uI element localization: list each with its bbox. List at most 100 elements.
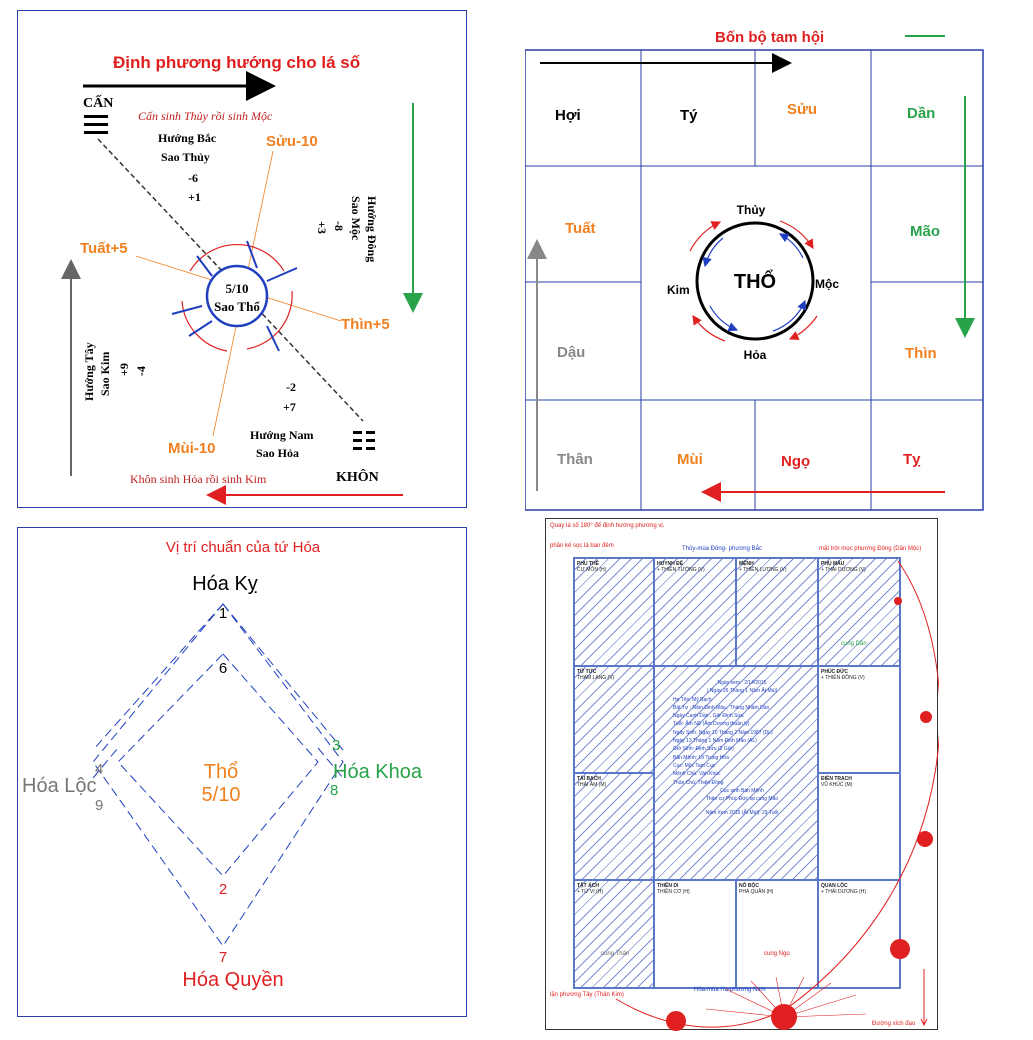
- cell-tat-ach: TẬT ÁCH+ TỬ VI (H): [574, 880, 654, 988]
- center-number: 5/10: [202, 784, 241, 806]
- note-night: phần kẻ sọc là ban đêm: [550, 543, 614, 549]
- cell-ty-top: Tý: [680, 107, 698, 124]
- cell-thin: Thìn: [905, 345, 937, 362]
- tam-hoi-panel: Bốn bộ tam hội Hợi Tý Sửu Dần Tuất Mão D…: [525, 26, 985, 512]
- east-n2: +3: [315, 221, 329, 234]
- sun-label: mặt trời mọc phương Đông (Dần Mộc): [819, 546, 922, 552]
- cell-huynh-de: HUYNH ĐỆ+ THIÊN TƯỚNG (V): [654, 558, 736, 666]
- path-label: Đường xích đạo: [872, 1021, 916, 1027]
- hoa-ky-label: Hóa Kỵ: [192, 573, 258, 595]
- cell-dan: Dần: [907, 105, 935, 122]
- info-line: Bản Mệnh: Lô Trung Hỏa: [673, 754, 729, 761]
- cung-ngo-label: cung Ngọ: [764, 951, 790, 957]
- cell-dau: Dậu: [557, 344, 585, 361]
- num-9: 9: [95, 797, 103, 814]
- info-line: Năm Xem 2015 (Ất Mùi): 29 Tuổi: [705, 810, 779, 817]
- info-line: Ngày 13 Tháng 1 Năm Đinh Mão (AL): [673, 738, 757, 745]
- panel-title: Bốn bộ tam hội: [715, 29, 824, 46]
- cell-phu-mau: PHỤ MẪU+ THÁI DƯƠNG (V): [818, 558, 900, 666]
- info-line: Mệnh Chủ: Văn Khúc: [673, 771, 721, 778]
- mui-label: Mùi-10: [168, 440, 216, 457]
- num-8: 8: [330, 782, 338, 799]
- cell-mui: Mùi: [677, 451, 703, 468]
- thin-label: Thìn+5: [341, 316, 390, 333]
- num-3: 3: [332, 737, 340, 754]
- center-tho: THỔ: [734, 269, 776, 293]
- num-1: 1: [219, 605, 227, 622]
- bottom-label: Hỏa-mùa Hạ-phương Nam: [694, 987, 766, 993]
- south-dir: Hướng Nam: [250, 428, 314, 442]
- info-line: Họ Tên: Mỹ Bạch: [673, 696, 712, 703]
- info-line: Cục sinh Bản Mệnh: [720, 787, 764, 794]
- north-dir: Hướng Bắc: [158, 131, 217, 145]
- west-n2: -4: [134, 366, 148, 376]
- north-n1: -6: [188, 171, 198, 185]
- center-cycle: [689, 220, 818, 342]
- east-dir: Hướng Đông: [365, 196, 379, 262]
- tu-hoa-panel: Vị trí chuẩn của tứ Hóa Hóa Kỵ Hóa Khoa …: [17, 527, 467, 1017]
- hoa-quyen-label: Hóa Quyền: [182, 969, 283, 991]
- num-2: 2: [219, 881, 227, 898]
- east-star: Sao Mộc: [349, 196, 363, 241]
- top-label: Thủy-mùa Đông- phương Bắc: [682, 546, 762, 552]
- info-line: Ngày xem : 2/14/2015: [717, 680, 767, 686]
- cell-than: Thân: [557, 451, 593, 468]
- center-kim: Kim: [667, 283, 690, 297]
- cell-tuat: Tuất: [565, 220, 596, 237]
- info-line: Bát Tự : Năm Đinh Mão , Tháng Nhâm Dần: [673, 704, 770, 711]
- num-6: 6: [219, 660, 227, 677]
- panel-title: Vị trí chuẩn của tứ Hóa: [166, 539, 321, 556]
- khon-note: Khôn sinh Hỏa rồi sinh Kim: [130, 472, 267, 486]
- north-n2: +1: [188, 190, 201, 204]
- can-note: Cấn sinh Thủy rồi sinh Mộc: [138, 109, 273, 123]
- can-trigram: [84, 115, 108, 134]
- cell-suu: Sửu: [787, 101, 817, 118]
- info-line: Giờ Sinh: Đinh Sửu (2 Giờ): [673, 746, 734, 753]
- west-n1: +9: [117, 363, 131, 376]
- cell-phuc-duc: PHÚC ĐỨC+ THIÊN ĐỒNG (V): [818, 666, 900, 773]
- center-number: 5/10: [225, 281, 248, 296]
- center-thuy: Thủy: [737, 203, 766, 217]
- hoa-loc-label: Hóa Lộc: [22, 775, 97, 797]
- west-dir: Hướng Tây: [82, 342, 96, 401]
- cell-mao: Mão: [910, 223, 940, 240]
- west-label: lặn phương Tây (Thân Kim): [550, 992, 624, 998]
- cell-ty-bottom: Tỵ: [903, 451, 921, 468]
- north-star: Sao Thủy: [161, 150, 210, 164]
- khon-label: KHÔN: [336, 468, 379, 485]
- south-n2: +7: [283, 400, 296, 414]
- info-line: Thân Chủ: Thiên Đồng: [673, 779, 724, 786]
- info-line: Cục: Mộc Tam Cục: [673, 762, 716, 769]
- direction-diagram: Định phương hướng cho lá số CẤN Cấn sinh…: [61, 53, 423, 505]
- west-star: Sao Kim: [98, 352, 112, 396]
- cung-than-label: cung Thân: [601, 951, 630, 957]
- south-star: Sao Hỏa: [256, 446, 299, 460]
- center-info: Ngày xem : 2/14/2015 ( Ngày 26 Tháng 1 N…: [654, 666, 818, 880]
- cell-quan-loc: QUAN LỘC+ THÁI DƯƠNG (H): [818, 880, 900, 988]
- hoa-khoa-label: Hóa Khoa: [333, 761, 423, 783]
- info-line: ( Ngày 26 Tháng 1 Năm Ất Mùi): [706, 688, 778, 695]
- tam-hoi-diagram: Bốn bộ tam hội Hợi Tý Sửu Dần Tuất Mão D…: [525, 29, 984, 511]
- info-line: Thân cư Phúc Đức tại cung Mão: [705, 796, 779, 803]
- info-line: Tuổi: Âm Nữ (Âm Dương thuận lý): [673, 721, 750, 728]
- tuat-label: Tuất+5: [80, 240, 128, 257]
- center-tho: Thổ: [204, 761, 238, 783]
- east-n1: -8: [332, 221, 346, 231]
- center-circle: [171, 240, 298, 352]
- direction-panel: Định phương hướng cho lá số CẤN Cấn sinh…: [17, 10, 467, 508]
- horoscope-panel: Quay lá số 180° để định hướng phương vị.…: [545, 518, 939, 1031]
- south-n1: -2: [286, 380, 296, 394]
- num-7: 7: [219, 949, 227, 966]
- center-moc: Mộc: [815, 277, 839, 291]
- can-label: CẤN: [83, 94, 113, 111]
- panel-title: Định phương hướng cho lá số: [113, 53, 360, 72]
- info-line: Ngày Sinh: Ngày 10 Tháng 2 Năm 1987 (DL): [673, 729, 773, 736]
- khon-trigram: [353, 431, 375, 450]
